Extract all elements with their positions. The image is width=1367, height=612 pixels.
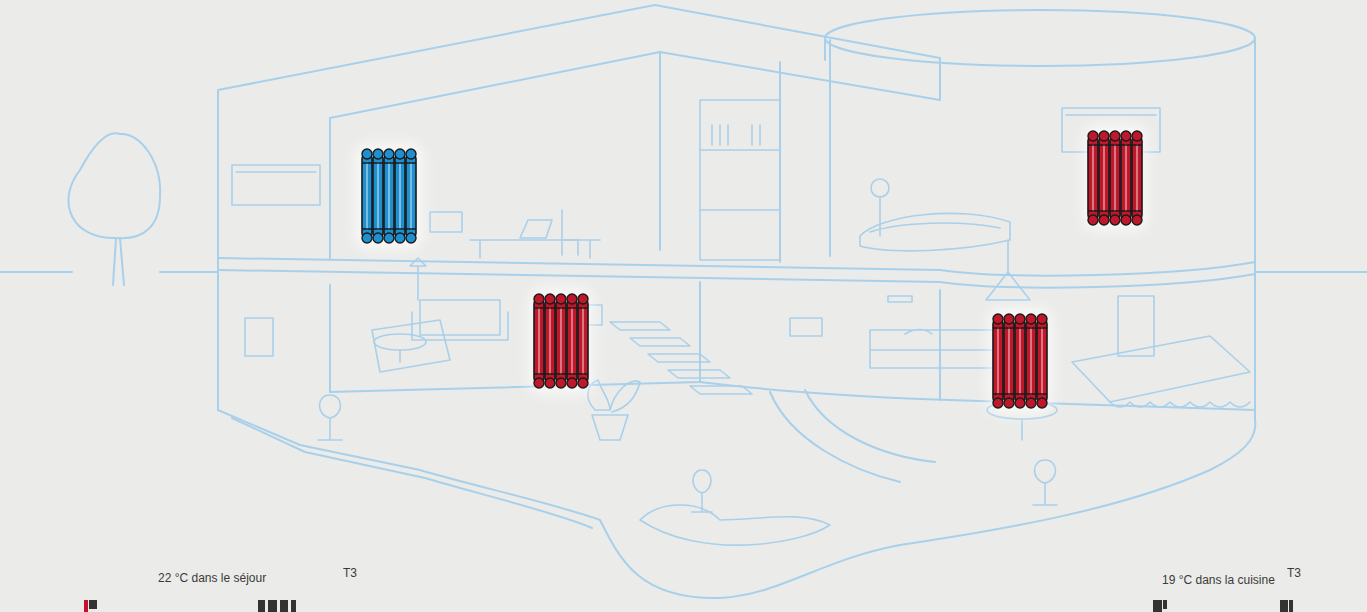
house-outline <box>825 10 1255 66</box>
level-bars <box>84 600 1293 612</box>
house-outline <box>330 282 940 400</box>
level-bar <box>258 600 265 612</box>
awning <box>1072 336 1250 402</box>
level-bar <box>1153 600 1162 612</box>
level-bar <box>1280 600 1288 612</box>
heater-panel <box>430 212 462 232</box>
house-outline <box>780 40 940 262</box>
window <box>236 171 316 173</box>
window <box>1066 114 1156 116</box>
type-label: T3 <box>1287 566 1301 580</box>
shrub <box>692 470 712 512</box>
radiator-glow <box>356 144 422 248</box>
range-hood <box>986 240 1030 300</box>
level-bar <box>1289 600 1293 612</box>
house-outline <box>825 40 1255 420</box>
house-outline <box>770 390 935 482</box>
house-outline <box>330 52 940 258</box>
room-temperature-label: 19 °C dans la cuisine <box>1162 573 1275 587</box>
awning <box>1110 402 1250 407</box>
bookcase <box>700 100 780 260</box>
bookcase <box>700 125 780 210</box>
potted-plant <box>588 380 640 440</box>
lamp <box>879 197 881 236</box>
type-label: T3 <box>343 566 357 580</box>
bed <box>860 213 1010 250</box>
window <box>232 165 320 205</box>
chair <box>562 210 578 255</box>
rug <box>372 320 450 372</box>
house-outline <box>700 382 1255 410</box>
table <box>1021 419 1023 440</box>
hot-radiator <box>1088 131 1142 225</box>
stairs <box>610 322 752 394</box>
house-outline <box>218 270 1255 288</box>
desk <box>470 240 600 258</box>
hot-radiator <box>993 314 1047 408</box>
house-outline <box>218 5 940 410</box>
cold-radiator <box>362 149 416 243</box>
heater-panel <box>790 318 822 336</box>
level-bar <box>89 600 97 609</box>
house-outline <box>68 133 160 238</box>
lawn <box>640 505 830 545</box>
coffee-table <box>374 334 426 350</box>
level-bar <box>280 600 288 612</box>
radiator-glow <box>530 289 592 393</box>
house-outline <box>218 410 1255 598</box>
shrub <box>318 395 342 440</box>
level-bar <box>84 600 88 612</box>
radiator-glow <box>356 126 1146 413</box>
level-bar <box>268 600 277 612</box>
lamp <box>871 179 889 197</box>
shrub <box>1033 460 1057 505</box>
hot-radiator <box>534 294 588 388</box>
level-bar <box>291 600 296 612</box>
house-outline <box>113 238 124 285</box>
laptop <box>520 220 552 238</box>
shelf <box>888 296 912 302</box>
floor-lamp <box>410 258 426 300</box>
house-outline <box>232 418 592 528</box>
radiator-glow <box>1084 126 1146 230</box>
furniture-lines <box>232 100 1250 545</box>
house-outline <box>0 5 1367 598</box>
kitchen-counter <box>870 330 1000 369</box>
sofa <box>412 300 508 340</box>
tv-cabinet <box>245 318 273 356</box>
room-temperature-label: 22 °C dans le séjour <box>158 571 266 585</box>
level-bar <box>1163 600 1167 609</box>
radiator-glow <box>989 309 1051 413</box>
